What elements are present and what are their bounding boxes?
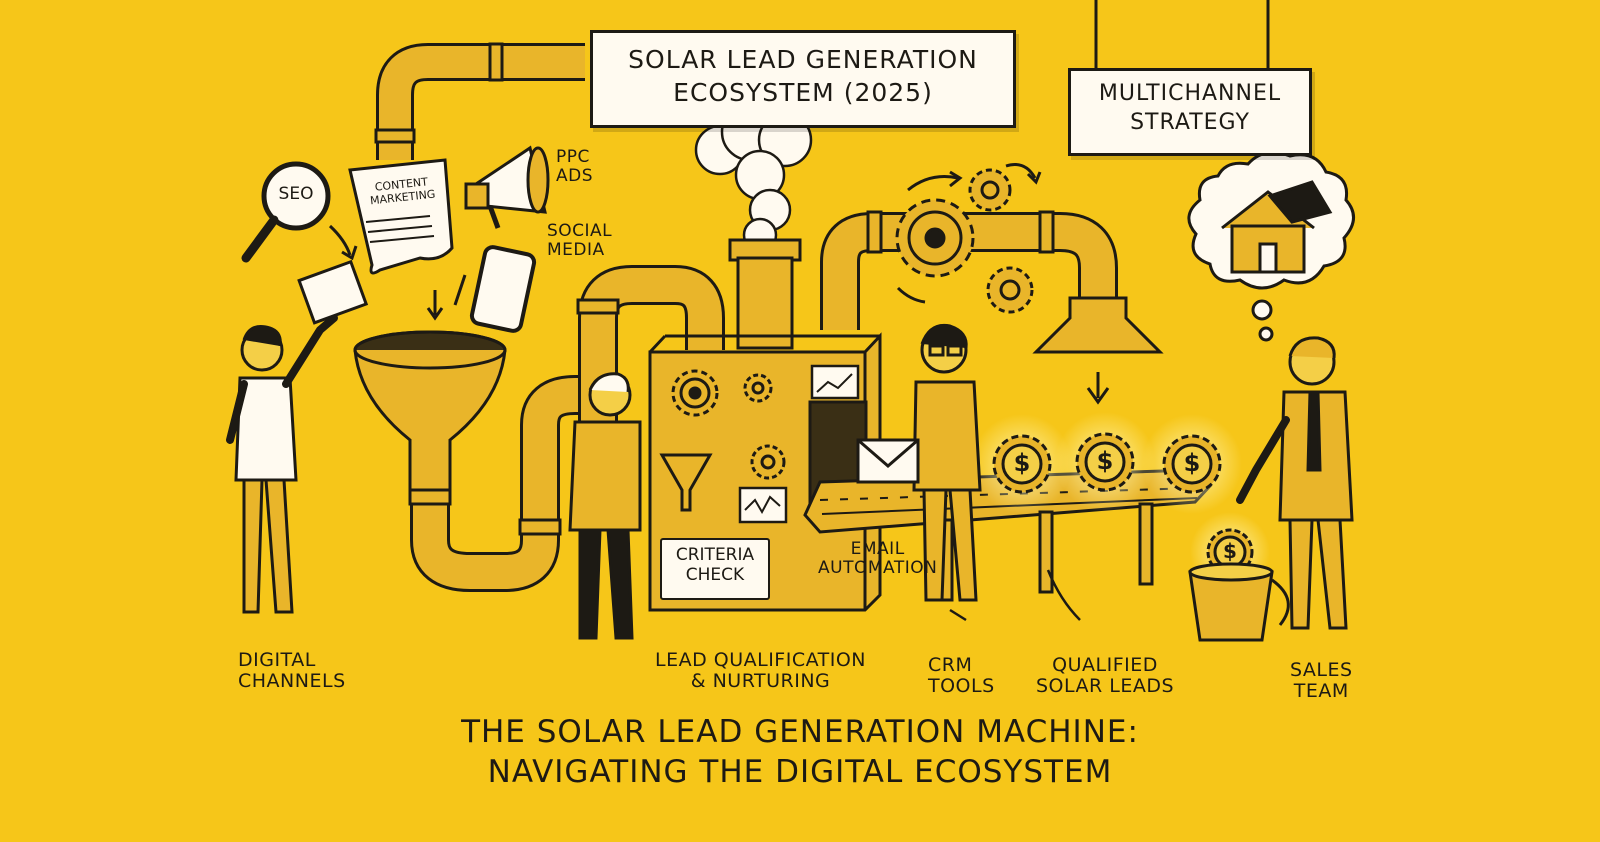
pipe-gears bbox=[895, 168, 1034, 314]
coin-symbol-4: $ bbox=[1223, 539, 1237, 563]
sign-hangers bbox=[1094, 0, 1270, 68]
title-sign: SOLAR LEAD GENERATION ECOSYSTEM (2025) bbox=[590, 30, 1016, 128]
overhead-pipe-left bbox=[374, 42, 585, 160]
seo-magnifier bbox=[241, 161, 331, 263]
person-crm bbox=[912, 323, 982, 602]
strategy-sign: MULTICHANNEL STRATEGY bbox=[1068, 68, 1312, 156]
title-line-2: ECOSYSTEM (2025) bbox=[673, 78, 933, 107]
gold-coins bbox=[992, 432, 1254, 576]
coin-symbol-2: $ bbox=[1096, 447, 1114, 475]
house-icon bbox=[1221, 180, 1333, 274]
email-automation-label: EMAIL AUTOMATION bbox=[818, 539, 938, 579]
content-scroll bbox=[348, 158, 454, 275]
person-operator bbox=[568, 372, 713, 640]
gear-pipe bbox=[820, 210, 1118, 330]
inbound-arrows bbox=[328, 224, 467, 321]
coin-symbol-1: $ bbox=[1013, 449, 1031, 477]
footer-title-line-1: THE SOLAR LEAD GENERATION MACHINE: bbox=[461, 714, 1139, 750]
sales-team-label: SALES TEAM bbox=[1290, 659, 1353, 703]
envelope-icon bbox=[856, 438, 920, 484]
qualified-leads-label: QUALIFIED SOLAR LEADS bbox=[1036, 654, 1175, 698]
coin-symbol-3: $ bbox=[1183, 449, 1201, 477]
criteria-check-plate: CRITERIA CHECK bbox=[660, 538, 770, 600]
smartphone bbox=[469, 245, 537, 333]
collector-hood bbox=[1032, 296, 1164, 405]
label-arrows bbox=[949, 569, 1081, 622]
footer-title-line-2: NAVIGATING THE DIGITAL ECOSYSTEM bbox=[487, 754, 1113, 791]
channel-funnel bbox=[353, 330, 507, 492]
footer-title: THE SOLAR LEAD GENERATION MACHINE: NAVIG… bbox=[300, 712, 1300, 793]
strategy-line-2: STRATEGY bbox=[1130, 110, 1250, 135]
cycle-arrows bbox=[896, 163, 1042, 304]
person-marketer bbox=[226, 259, 369, 614]
machine-chimney bbox=[728, 238, 802, 350]
crm-tools-label: CRM TOOLS bbox=[928, 654, 995, 698]
megaphone bbox=[464, 145, 550, 229]
person-sales bbox=[1236, 336, 1354, 630]
lead-bucket bbox=[1188, 562, 1290, 642]
connector-pipe bbox=[408, 375, 590, 592]
lead-qualification-label: LEAD QUALIFICATION & NURTURING bbox=[655, 649, 867, 693]
arch-pipe bbox=[576, 265, 725, 440]
strategy-line-1: MULTICHANNEL bbox=[1098, 81, 1282, 106]
social-media-label: SOCIAL MEDIA bbox=[547, 221, 613, 261]
title-line-1: SOLAR LEAD GENERATION bbox=[628, 45, 978, 74]
seo-label: SEO bbox=[278, 184, 314, 204]
ppc-ads-label: PPC ADS bbox=[556, 147, 594, 187]
machine-gears bbox=[671, 369, 786, 480]
digital-channels-label: DIGITAL CHANNELS bbox=[238, 649, 346, 693]
